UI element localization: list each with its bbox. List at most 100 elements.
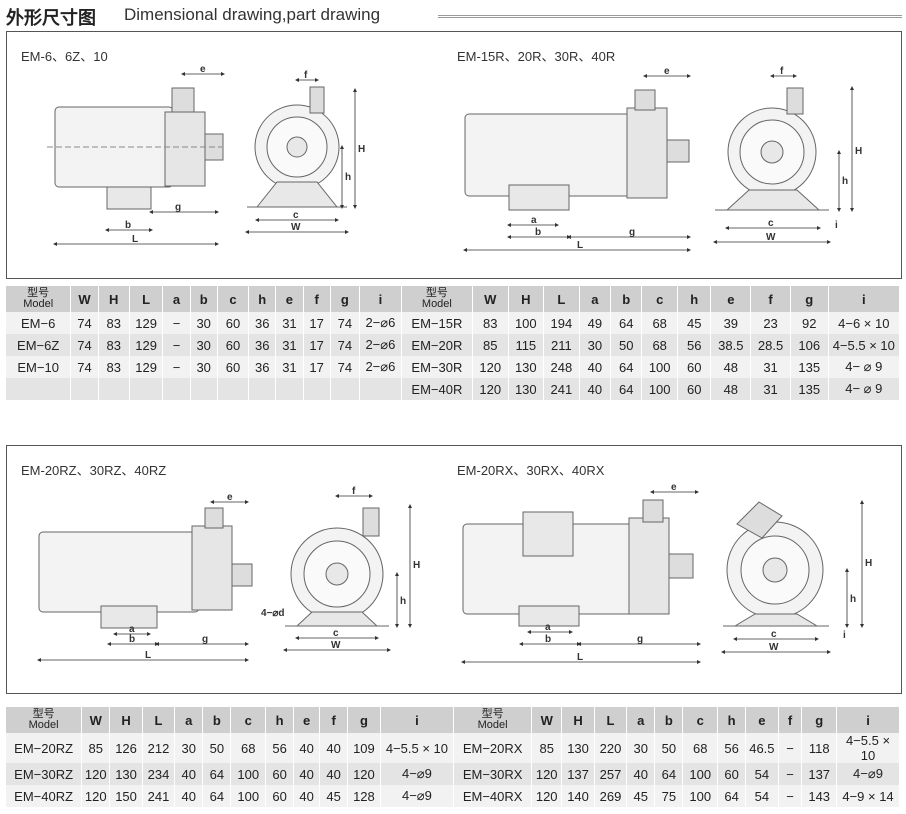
value-cell: 40 [579,356,612,378]
value-cell: 85 [531,733,563,763]
value-cell: 150 [109,785,143,807]
column-header-h: h [677,286,712,312]
title-en: Dimensional drawing,part drawing [124,5,381,24]
value-cell: 83 [472,312,509,334]
dim-i-4: i [843,630,846,641]
value-cell [217,378,250,400]
dim-g-1: g [175,202,181,213]
dim-h-2: h [842,176,848,187]
value-cell: 85 [472,334,509,356]
dim-H-3: H [413,560,420,571]
pump-rz-side-view [38,507,253,629]
value-cell: 143 [801,785,837,807]
model-label-en: Model [421,298,452,310]
value-cell: 2−⌀6 [359,312,402,334]
dim-g-4: g [637,634,643,645]
value-cell: 31 [275,334,304,356]
dim-L-4: L [577,652,583,663]
column-header-f: f [750,286,791,312]
dim-a-2: a [531,215,537,226]
column-header-b: b [190,286,218,312]
column-header-i: i [836,707,900,733]
value-cell: 40 [174,763,204,785]
value-cell: 135 [790,378,829,400]
value-cell: − [162,312,191,334]
value-cell: 60 [217,312,250,334]
pump-rz-front-view [285,507,389,627]
model-label-en: Model [28,719,59,731]
value-cell: 194 [543,312,580,334]
value-cell: 92 [790,312,829,334]
value-cell: 241 [142,785,176,807]
dim-b-4: b [545,634,551,645]
value-cell: 130 [508,356,545,378]
dim-W-1: W [291,222,301,233]
model-cell: EM−20R [400,334,473,356]
model-cell: EM−40RZ [6,785,83,807]
value-cell: 4− ⌀ 9 [828,356,901,378]
dim-g-3: g [202,634,208,645]
value-cell: 120 [472,378,509,400]
value-cell: 4−6 × 10 [828,312,901,334]
title-zh: 外形尺寸图 [6,8,96,28]
value-cell: 4−⌀9 [380,763,455,785]
column-header-w: W [70,286,99,312]
value-cell: 60 [265,763,295,785]
value-cell: 64 [610,312,643,334]
value-cell: 40 [293,763,321,785]
dim-a-3: a [129,624,135,635]
model-cell: EM−15R [400,312,473,334]
model-label-zh: 型号 [425,287,448,299]
dim-H-4: H [865,558,872,569]
value-cell: 40 [293,785,321,807]
value-cell [98,378,130,400]
value-cell: 64 [202,763,232,785]
dim-e-3: e [227,492,233,503]
value-cell: 56 [717,733,747,763]
value-cell: 100 [682,785,719,807]
value-cell: 54 [745,785,779,807]
value-cell: 40 [319,763,349,785]
dim-f-2: f [780,66,784,77]
value-cell: 74 [330,356,360,378]
model-cell: EM−30RZ [6,763,83,785]
section-header: 外形尺寸图 Dimensional drawing,part drawing [6,2,902,28]
column-header-g: g [347,707,381,733]
value-cell: 45 [319,785,349,807]
dim-L-2: L [577,240,583,251]
value-cell: 137 [801,763,837,785]
value-cell: 74 [330,334,360,356]
dim-d-3: 4−⌀d [261,608,285,619]
dim-a-4: a [545,622,551,633]
value-cell: 23 [750,312,791,334]
column-header-f: f [778,707,803,733]
value-cell: 137 [561,763,595,785]
value-cell: 48 [710,378,752,400]
column-header-l: L [129,286,164,312]
value-cell: 46.5 [745,733,779,763]
value-cell: 30 [190,356,218,378]
dim-c-2: c [768,218,774,229]
value-cell: 130 [508,378,545,400]
panel1-drawings: L b g e W c H h f [47,64,862,252]
model-cell: EM−30R [400,356,473,378]
value-cell: 100 [508,312,545,334]
drawing-panel-2: EM-20RZ、30RZ、40RZ EM-20RX、30RX、40RX L b … [6,445,902,694]
value-cell: 130 [561,733,595,763]
value-cell: 4−5.5 × 10 [380,733,455,763]
value-cell: 4−9 × 14 [836,785,900,807]
column-header-w: W [472,286,509,312]
dim-c-3: c [333,628,339,639]
panel2-label-left: EM-20RZ、30RZ、40RZ [21,463,167,478]
model-label-en: Model [23,298,54,310]
value-cell: 60 [677,356,712,378]
dim-e-1: e [200,64,206,75]
model-label-en: Model [477,719,508,731]
dim-e-4: e [671,482,677,493]
value-cell [303,378,331,400]
column-header-e: e [293,707,321,733]
